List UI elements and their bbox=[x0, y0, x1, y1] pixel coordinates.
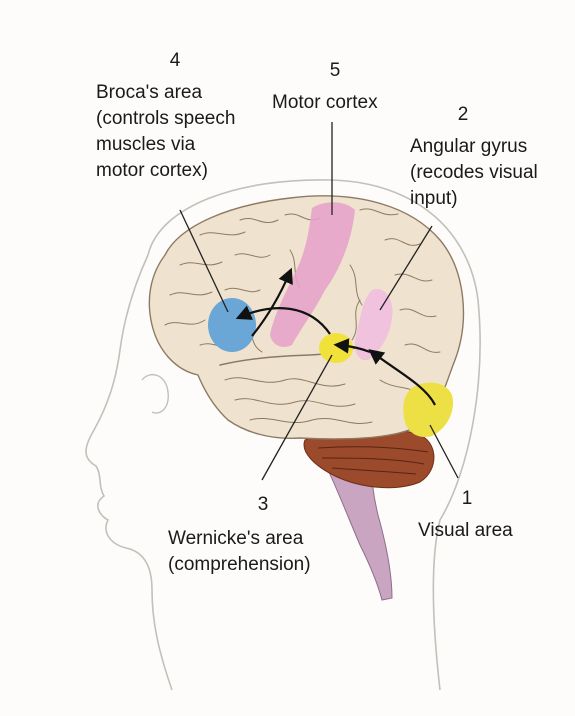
wernicke-title: Wernicke's area bbox=[168, 526, 303, 552]
wernicke-region bbox=[319, 333, 353, 363]
broca-desc-2: muscles via bbox=[96, 132, 195, 158]
leader-visual bbox=[430, 425, 458, 478]
wernicke-number: 3 bbox=[248, 492, 278, 518]
angular-desc-1: (recodes visual bbox=[410, 160, 538, 186]
angular-desc-2: input) bbox=[410, 186, 458, 212]
angular-title: Angular gyrus bbox=[410, 134, 527, 160]
visual-area-region bbox=[403, 383, 453, 437]
broca-desc-1: (controls speech bbox=[96, 106, 235, 132]
wernicke-desc: (comprehension) bbox=[168, 552, 311, 578]
broca-title: Broca's area bbox=[96, 80, 202, 106]
angular-number: 2 bbox=[448, 102, 478, 128]
visual-title: Visual area bbox=[418, 518, 513, 544]
broca-region bbox=[208, 298, 256, 352]
broca-desc-3: motor cortex) bbox=[96, 158, 208, 184]
motor-number: 5 bbox=[320, 58, 350, 84]
visual-number: 1 bbox=[452, 486, 482, 512]
ear-outline bbox=[142, 375, 168, 413]
broca-number: 4 bbox=[160, 48, 190, 74]
motor-title: Motor cortex bbox=[272, 90, 378, 116]
